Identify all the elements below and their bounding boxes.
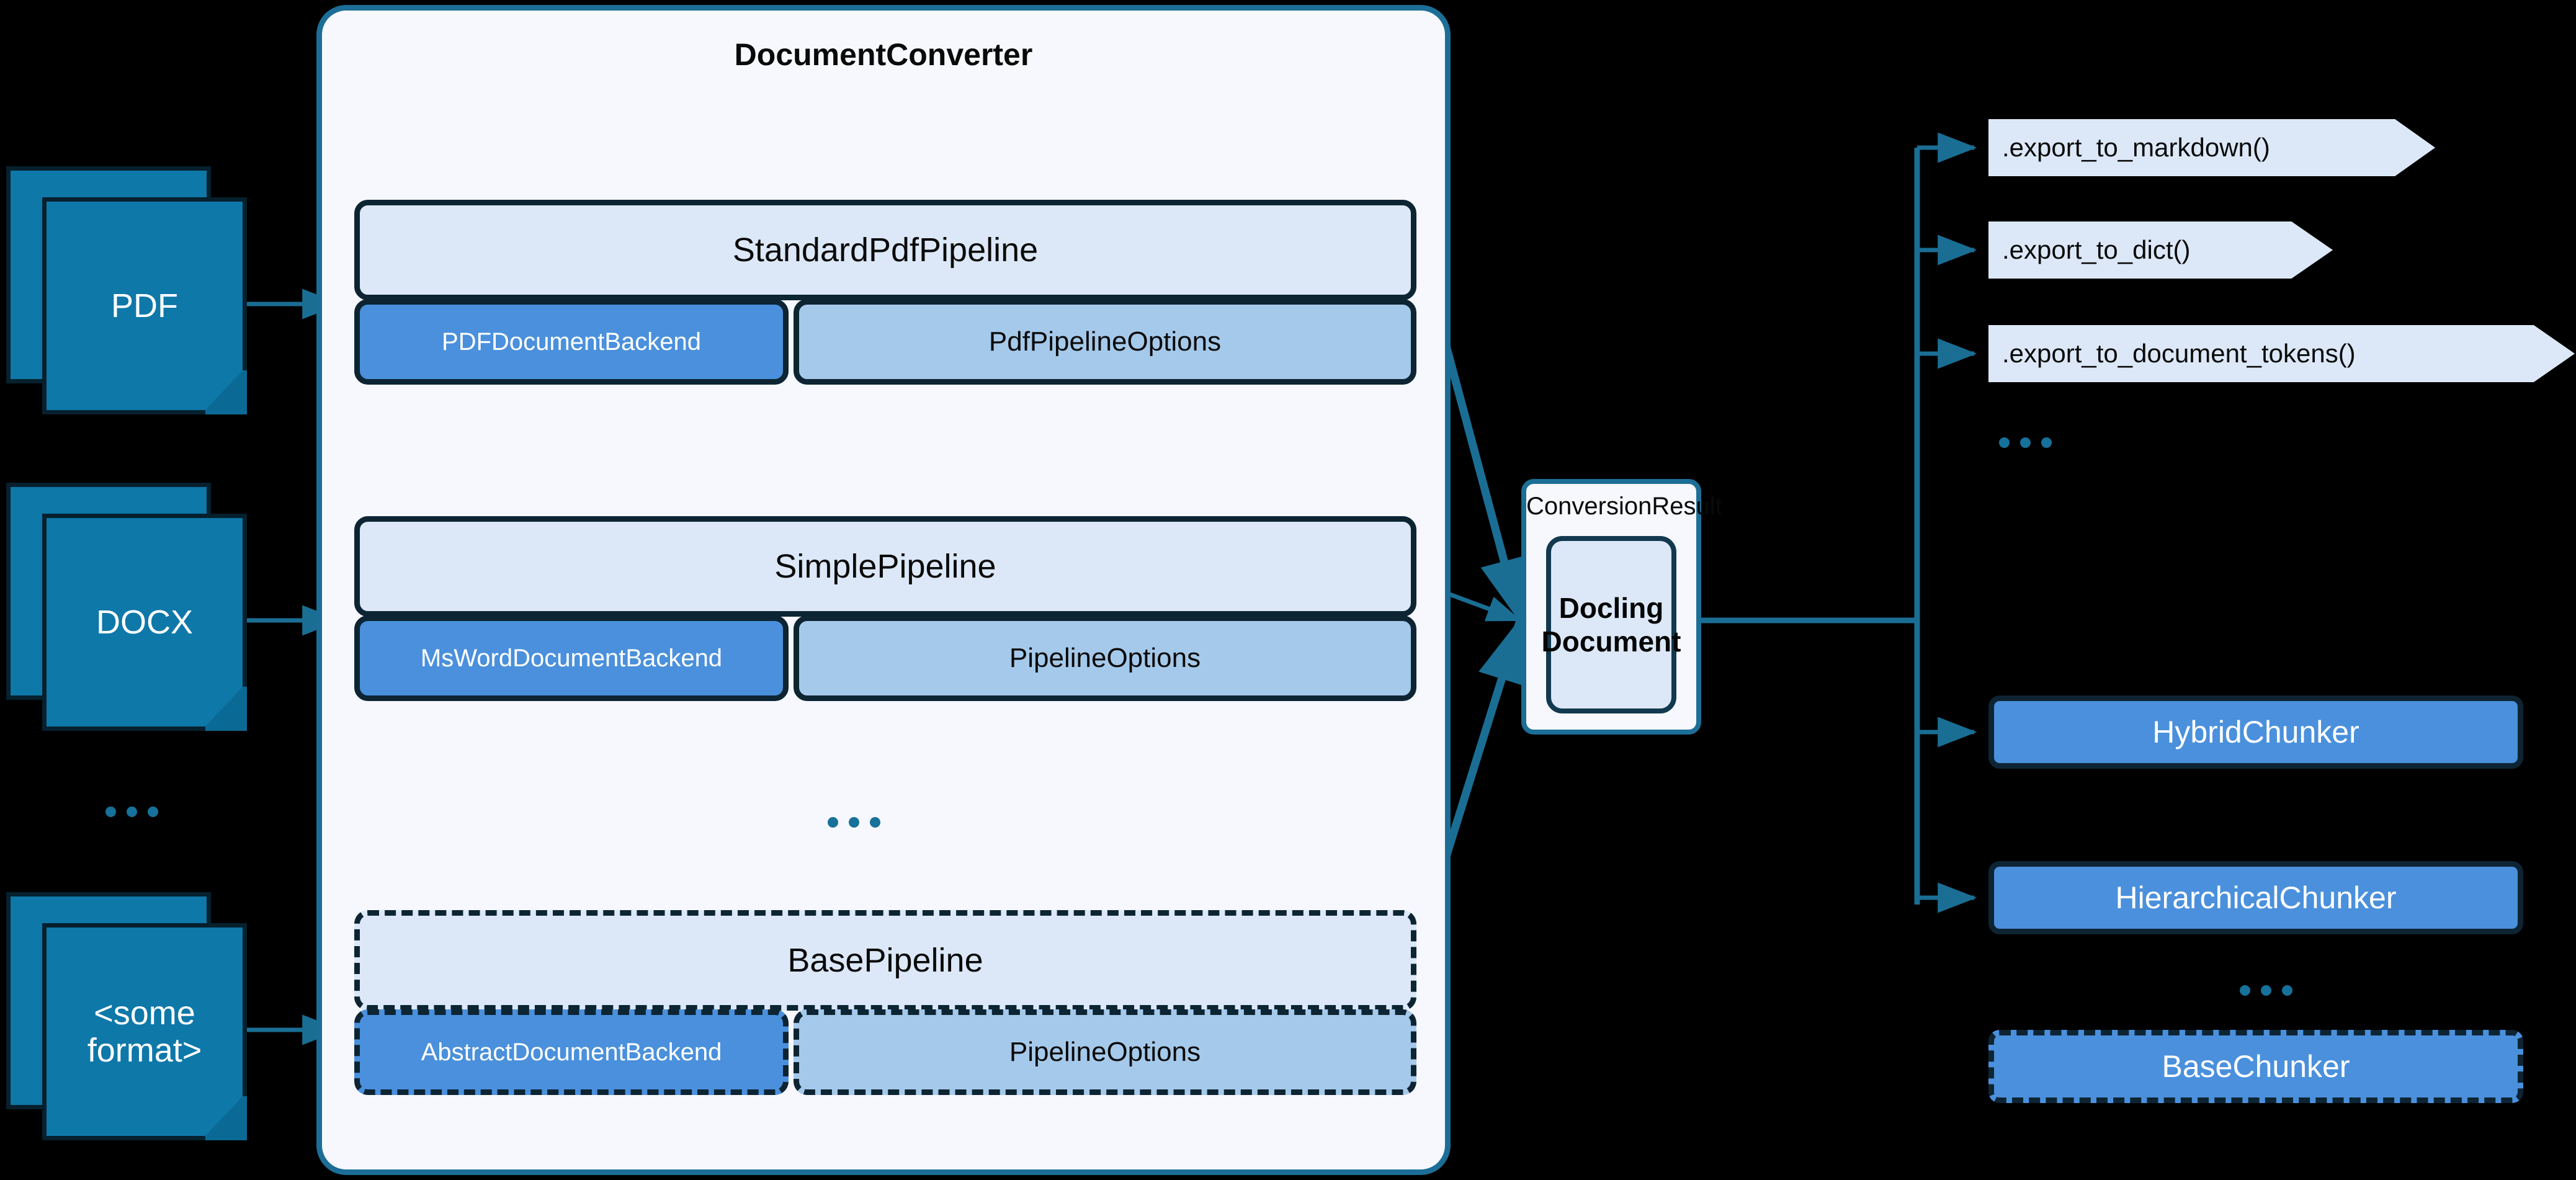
pipeline-backend[interactable]: AbstractDocumentBackend bbox=[354, 1009, 789, 1095]
source-label-pdf: PDF bbox=[111, 287, 178, 324]
chunker-label: HierarchicalChunker bbox=[2115, 880, 2397, 915]
pipeline-backend[interactable]: PDFDocumentBackend bbox=[354, 299, 789, 385]
exports-ellipsis bbox=[1999, 437, 2052, 448]
file-sheet-front bbox=[42, 923, 247, 1140]
pipeline-options[interactable]: PipelineOptions bbox=[794, 615, 1416, 701]
pipeline-options[interactable]: PdfPipelineOptions bbox=[794, 299, 1416, 385]
export-banner-dict[interactable]: .export_to_dict() bbox=[1988, 221, 2333, 279]
file-sheet-front bbox=[42, 514, 247, 731]
pipeline-group-standard-pdf[interactable]: StandardPdfPipeline PDFDocumentBackend P… bbox=[354, 200, 1416, 385]
chunkers-ellipsis bbox=[2240, 985, 2292, 996]
source-label-other-line1: <some bbox=[94, 994, 195, 1032]
source-label-other-line2: format> bbox=[87, 1032, 202, 1069]
docling-document-line1: Docling bbox=[1559, 591, 1664, 624]
export-banner-markdown[interactable]: .export_to_markdown() bbox=[1988, 119, 2435, 176]
pipeline-backend[interactable]: MsWordDocumentBackend bbox=[354, 615, 789, 701]
pipelines-ellipsis bbox=[828, 817, 880, 828]
pipeline-name[interactable]: StandardPdfPipeline bbox=[354, 200, 1416, 300]
pipeline-group-simple[interactable]: SimplePipeline MsWordDocumentBackend Pip… bbox=[354, 516, 1416, 701]
source-label-docx: DOCX bbox=[96, 603, 193, 641]
source-label-other: <some format> bbox=[42, 923, 247, 1140]
pipeline-name[interactable]: BasePipeline bbox=[354, 910, 1416, 1011]
chunker-label: HybridChunker bbox=[2152, 715, 2359, 749]
document-converter-panel: DocumentConverter StandardPdfPipeline PD… bbox=[316, 5, 1451, 1175]
chunker-hierarchical[interactable]: HierarchicalChunker bbox=[1988, 861, 2523, 934]
sources-ellipsis bbox=[105, 807, 158, 817]
docling-document-box[interactable]: Docling Document bbox=[1542, 536, 1681, 713]
conversion-result-box[interactable]: ConversionResult Docling Document bbox=[1521, 479, 1722, 735]
conversion-result-caption: ConversionResult bbox=[1526, 493, 1722, 520]
pipeline-group-base[interactable]: BasePipeline AbstractDocumentBackend Pip… bbox=[354, 910, 1416, 1095]
pipeline-name[interactable]: SimplePipeline bbox=[354, 516, 1416, 617]
file-sheet-front bbox=[42, 197, 247, 414]
export-label: .export_to_markdown() bbox=[2002, 133, 2270, 162]
docling-document-line2: Document bbox=[1541, 625, 1681, 658]
export-banner-document-tokens[interactable]: .export_to_document_tokens() bbox=[1988, 325, 2575, 382]
export-label: .export_to_dict() bbox=[2002, 235, 2191, 264]
chunker-base[interactable]: BaseChunker bbox=[1988, 1030, 2523, 1103]
export-label: .export_to_document_tokens() bbox=[2002, 339, 2356, 368]
page-title: DocumentConverter bbox=[734, 37, 1033, 72]
chunker-hybrid[interactable]: HybridChunker bbox=[1988, 695, 2523, 769]
pipeline-options[interactable]: PipelineOptions bbox=[794, 1009, 1416, 1095]
chunker-label: BaseChunker bbox=[2162, 1049, 2350, 1084]
